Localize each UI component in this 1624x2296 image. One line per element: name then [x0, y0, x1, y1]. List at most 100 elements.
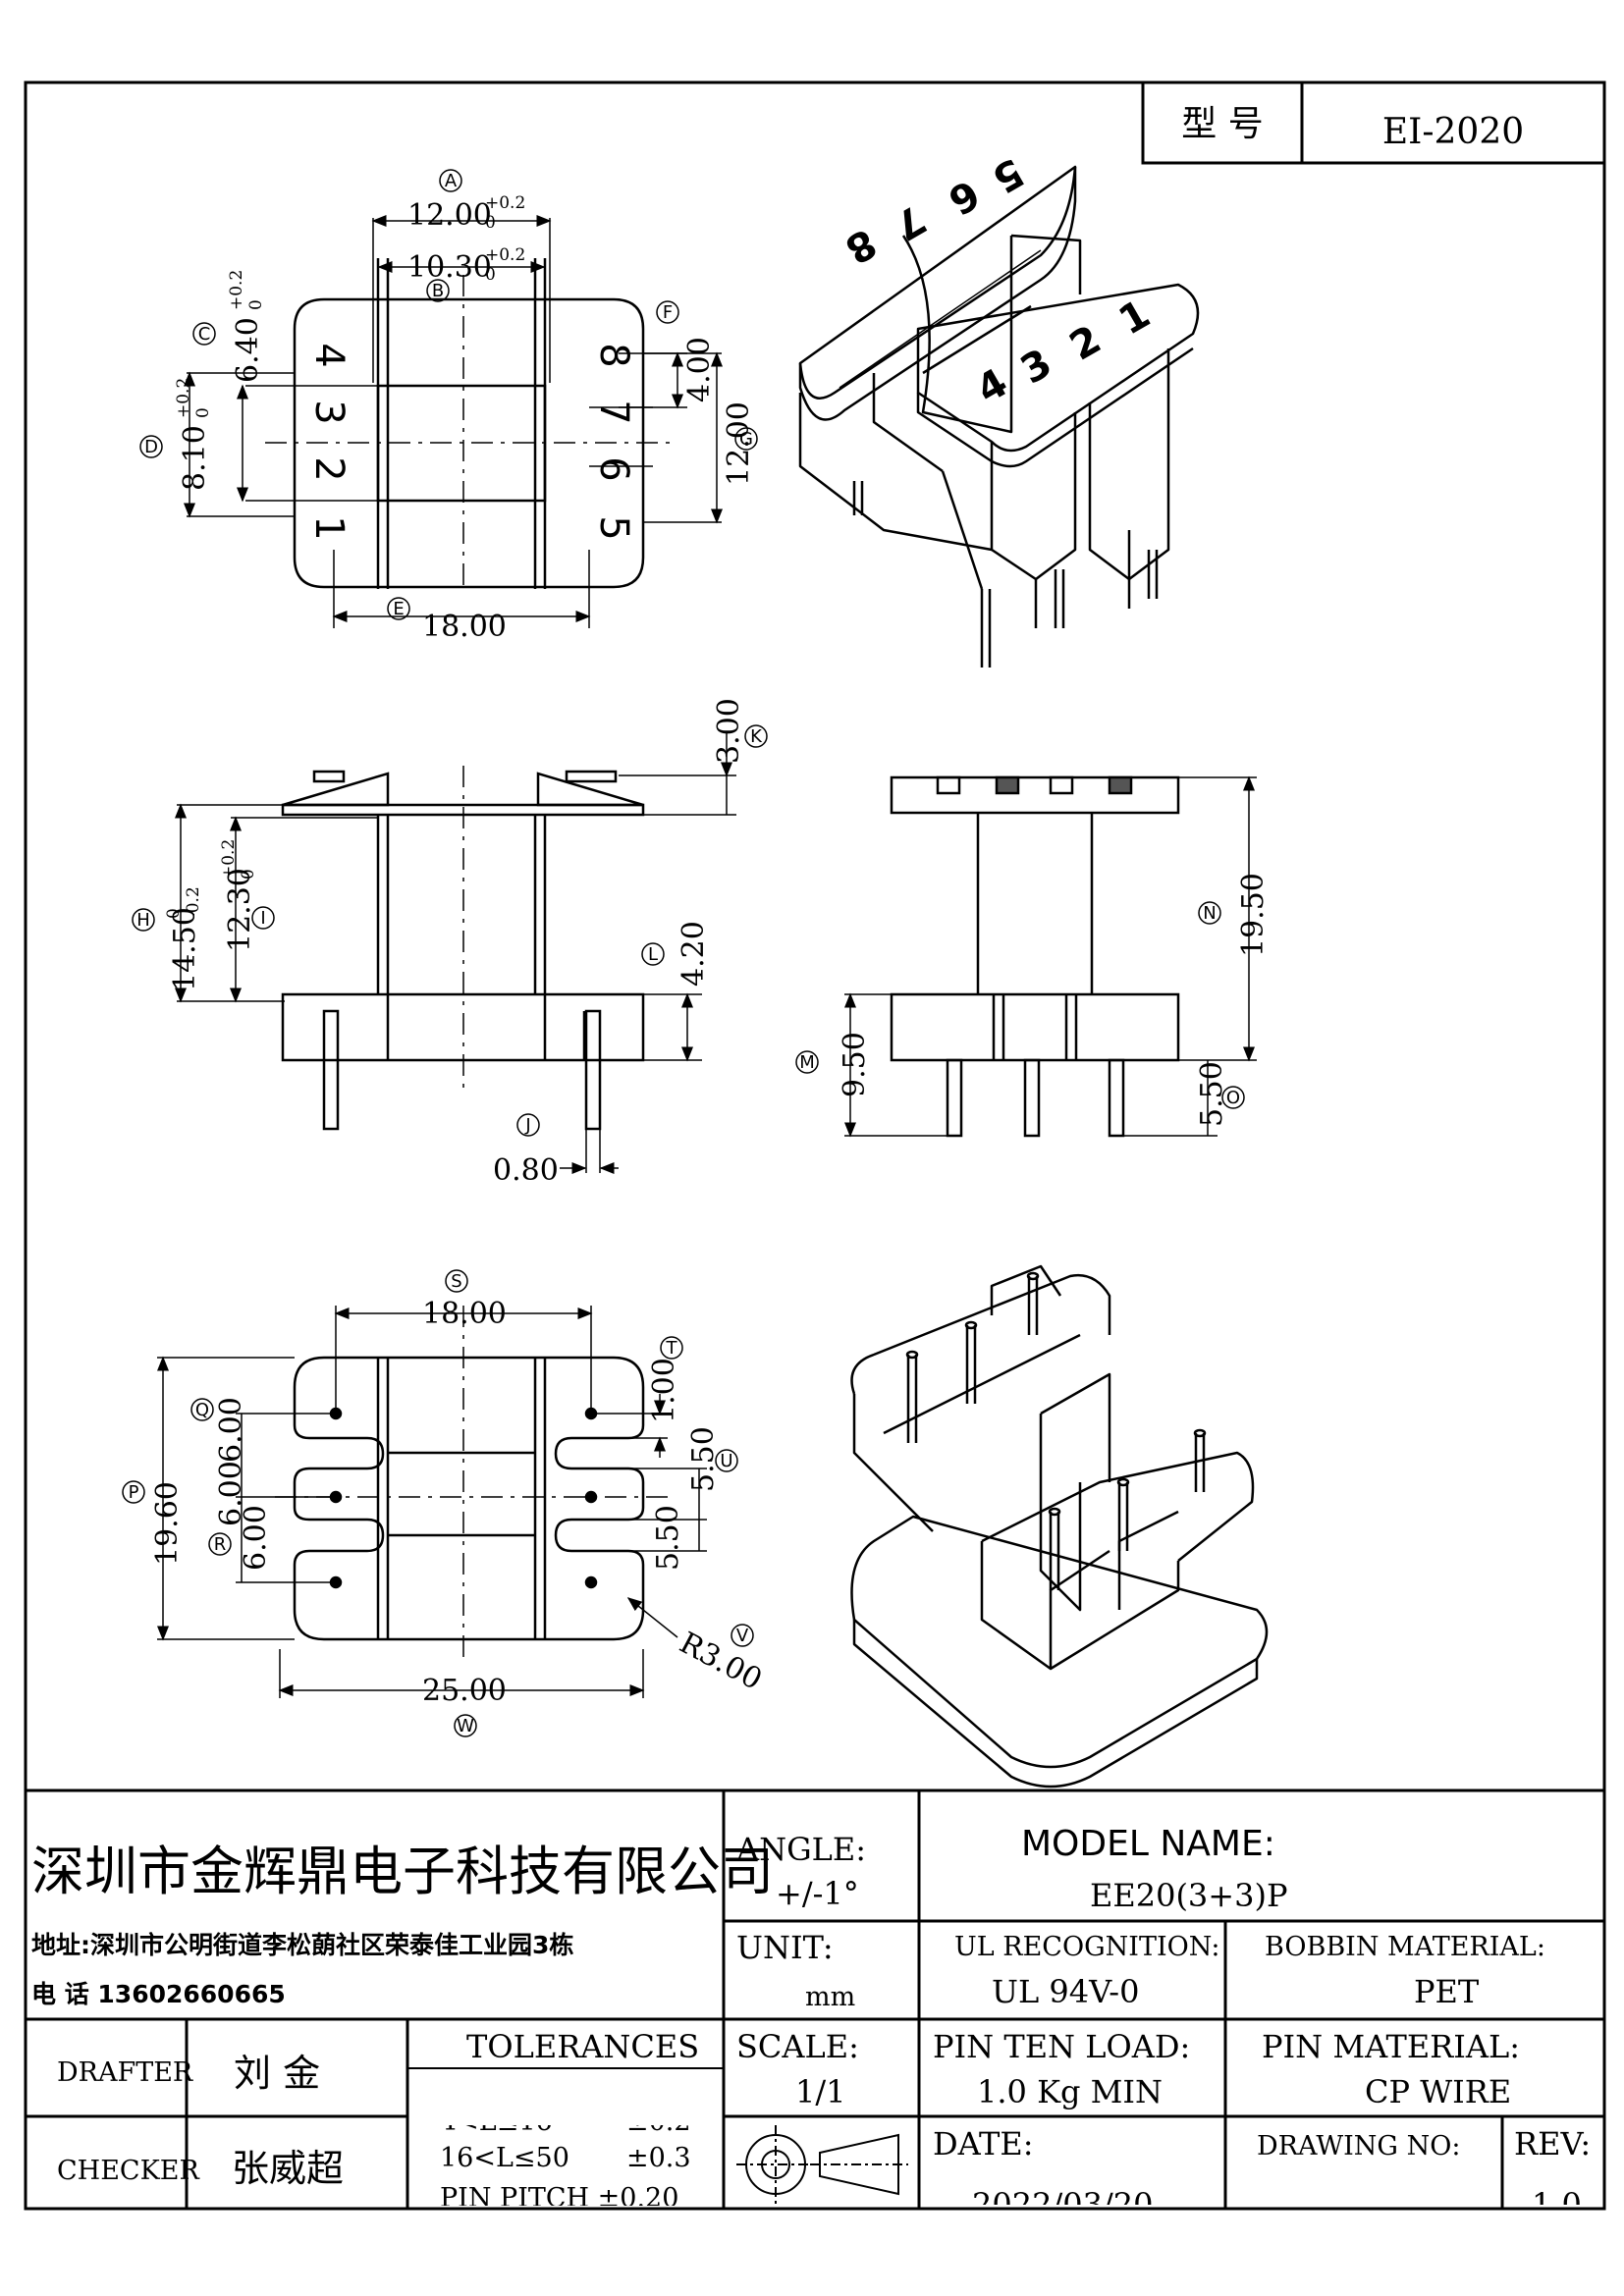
pin-ten-load-label: PIN TEN LOAD:	[933, 2028, 1190, 2065]
dim-j-value: 0.80	[493, 1153, 559, 1188]
tol-range-1: 0<L≤4	[440, 2070, 536, 2101]
dim-u2-value: 5.50	[651, 1505, 685, 1571]
dim-m-value: 9.50	[838, 1032, 872, 1097]
iso-view-bottom	[850, 1264, 1269, 1789]
company-phone: 电 话 13602660665	[31, 1980, 286, 2008]
bobbin-material-label: BOBBIN MATERIAL:	[1265, 1932, 1545, 1962]
svg-text:E: E	[393, 599, 404, 619]
unit-label: UNIT:	[736, 1929, 834, 1966]
bottom-view-dimensions	[157, 1306, 707, 1698]
svg-text:M: M	[799, 1052, 815, 1073]
svg-text:G: G	[739, 429, 753, 450]
dim-t-value: 1.00	[647, 1358, 681, 1423]
front-view-dim-text: 14.50 0 -0.2 12.30 +0.2 0 3.00 4.20 0.80	[164, 698, 746, 1188]
dim-l-value: 4.20	[677, 921, 711, 987]
dim-k-value: 3.00	[712, 698, 746, 764]
svg-text:P: P	[129, 1482, 139, 1503]
model-box: 型 号 EI-2020	[1141, 80, 1606, 165]
dim-d-tol-plus: +0.2	[174, 378, 193, 418]
projection-symbol	[736, 2125, 908, 2204]
model-name-value: EE20(3+3)P	[1090, 1877, 1287, 1914]
svg-text:C: C	[198, 324, 211, 345]
title-block	[26, 1789, 1604, 2209]
iso-view-top-numbers: 4 3 2 1 8 7 6 5	[838, 148, 1158, 412]
pin-material-value: CP WIRE	[1365, 2073, 1511, 2110]
svg-text:R: R	[214, 1534, 227, 1555]
pin-number-1: 1	[306, 515, 352, 540]
bobbin-material-value: PET	[1414, 1973, 1480, 2010]
dim-b-tol-zero: 0	[485, 265, 496, 285]
svg-text:K: K	[750, 726, 763, 747]
iso-number-5: 5	[985, 148, 1031, 201]
ul-recognition-label: UL RECOGNITION:	[954, 1932, 1220, 1962]
dim-o-value: 5.50	[1195, 1061, 1229, 1127]
dim-h-tol-upper: 0	[164, 908, 184, 919]
dim-n-value: 19.50	[1236, 873, 1271, 957]
pin-number-6: 6	[591, 456, 636, 481]
dim-i-tol-upper: +0.2	[219, 839, 239, 880]
drafter-value: 刘 金	[234, 2052, 320, 2095]
dim-b-value: 10.30	[407, 250, 492, 285]
scale-label: SCALE:	[736, 2028, 859, 2065]
top-view	[265, 218, 677, 589]
iso-number-3: 3	[1013, 341, 1059, 394]
dim-q2-value: 6.00	[214, 1461, 248, 1526]
svg-text:F: F	[663, 302, 673, 323]
dim-d-value: 8.10	[178, 425, 212, 491]
iso-view-top	[798, 165, 1200, 667]
dim-f-value: 4.00	[682, 337, 717, 402]
date-value: 2022/03/20	[972, 2186, 1153, 2223]
sheet-border	[24, 80, 1606, 2211]
top-view-dimensions	[184, 215, 723, 628]
svg-text:S: S	[451, 1271, 461, 1292]
svg-text:V: V	[736, 1626, 749, 1646]
company-name: 深圳市金辉鼎电子科技有限公司	[31, 1841, 774, 1902]
iso-number-1: 1	[1111, 292, 1158, 345]
dim-w-value: 25.00	[422, 1674, 507, 1708]
bottom-view-outline	[293, 1356, 645, 1641]
side-view	[890, 775, 1180, 1138]
svg-text:U: U	[720, 1451, 732, 1471]
svg-text:I: I	[260, 908, 265, 929]
tol-range-2: 4<L≤16	[440, 2107, 553, 2137]
drawing-no-label: DRAWING NO:	[1257, 2131, 1460, 2162]
bottom-view	[275, 1306, 668, 1659]
iso-number-2: 2	[1062, 317, 1109, 370]
tolerances-label: TOLERANCES	[466, 2028, 699, 2065]
dim-g-value: 12.00	[722, 401, 756, 486]
model-box-label: 型 号	[1181, 104, 1263, 144]
dim-b-tol-plus: +0.2	[485, 245, 525, 265]
angle-value: +/-1°	[776, 1875, 859, 1912]
bottom-view-dim-text: 18.00 25.00 19.60 6.00 6.00 6.00 1.00 5.…	[150, 1297, 768, 1708]
side-view-dimensions	[844, 775, 1257, 1138]
model-box-value: EI-2020	[1382, 112, 1524, 152]
iso-number-6: 6	[941, 170, 987, 223]
top-view-dim-text: 12.00 +0.2 0 10.30 +0.2 0 18.00 6.40 +0.…	[174, 193, 756, 644]
dim-a-tol-zero: 0	[485, 213, 496, 233]
pin-ten-load-value: 1.0 Kg MIN	[977, 2073, 1163, 2110]
dim-s-value: 18.00	[422, 1297, 507, 1331]
iso-number-4: 4	[969, 360, 1015, 413]
dim-d-tol-zero: 0	[193, 407, 213, 418]
pin-material-label: PIN MATERIAL:	[1262, 2028, 1520, 2065]
pin-number-8: 8	[591, 343, 636, 367]
title-block-text: 深圳市金辉鼎电子科技有限公司 地址:深圳市公明街道李松蓢社区荣泰佳工业园3栋 电…	[31, 1824, 1591, 2223]
svg-text:L: L	[648, 944, 658, 965]
svg-text:J: J	[524, 1115, 530, 1136]
svg-text:H: H	[136, 910, 150, 931]
dim-p-value: 19.60	[150, 1481, 185, 1566]
model-name-label: MODEL NAME:	[1021, 1824, 1275, 1864]
scale-value: 1/1	[795, 2073, 846, 2110]
dim-u-value: 5.50	[686, 1426, 721, 1492]
dim-c-value: 6.40	[231, 317, 265, 383]
svg-text:B: B	[432, 281, 444, 301]
pin-number-5: 5	[591, 515, 636, 540]
drafter-label: DRAFTER	[57, 2057, 193, 2088]
unit-value: mm	[805, 1982, 855, 2012]
front-view-dimensions	[175, 731, 736, 1174]
top-view-pin-numbers: 4 3 2 1 8 7 6 5	[306, 343, 636, 540]
dim-h-value: 14.50	[168, 907, 202, 991]
rev-value: 1.0	[1532, 2186, 1582, 2223]
rev-label: REV:	[1514, 2125, 1591, 2163]
